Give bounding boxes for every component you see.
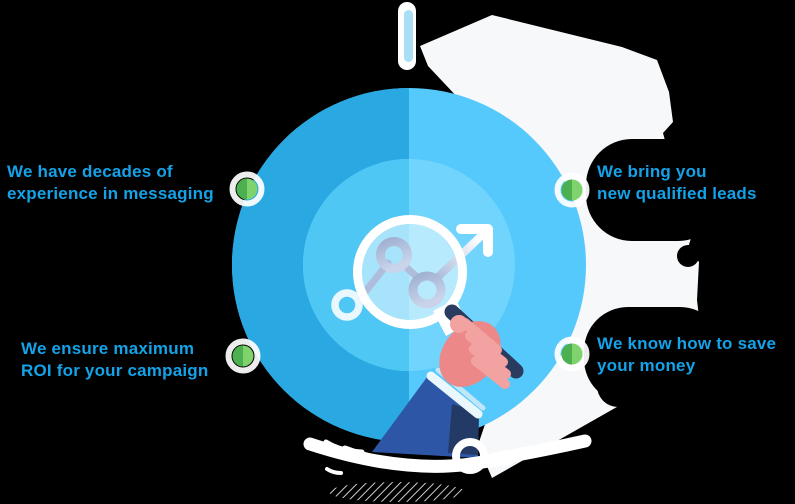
marker-top-right [554, 172, 590, 208]
feature-label-line: We know how to save [597, 334, 777, 353]
shadow-hatch-ellipse [329, 482, 465, 502]
bottom-swooshes [303, 434, 592, 502]
marker-top-left [229, 171, 265, 207]
text-bubble-cutout-top [586, 139, 724, 241]
feature-label-line: new qualified leads [597, 184, 757, 203]
hanging-capsule [398, 2, 416, 70]
hand [439, 315, 511, 389]
feature-label-line: experience in messaging [7, 184, 214, 203]
gear-notch-2 [677, 245, 699, 267]
motion-dash-1 [323, 439, 365, 455]
marker-bottom-right [554, 336, 590, 372]
gear-notch-1 [674, 324, 726, 376]
feature-label-line: your money [597, 356, 696, 375]
feature-label-leads: We bring you new qualified leads [597, 161, 757, 205]
feature-label-line: We have decades of [7, 162, 173, 181]
feature-label-line: ROI for your campaign [21, 361, 209, 380]
feature-label-savings: We know how to save your money [597, 333, 776, 377]
chart-node-2 [408, 271, 446, 309]
feature-label-line: We bring you [597, 162, 707, 181]
motion-swoosh-2 [341, 445, 514, 471]
motion-dash-2 [325, 467, 343, 475]
growth-arrow-icon [456, 224, 493, 257]
small-ring-icon [331, 289, 363, 321]
gear-notch-3 [597, 365, 639, 407]
feature-label-roi: We ensure maximum ROI for your campaign [21, 338, 208, 382]
magnifier-ring [353, 215, 467, 329]
marker-bottom-left [225, 338, 261, 374]
feature-markers [225, 171, 590, 374]
hand-holding-magnifier [372, 304, 524, 458]
feature-label-experience: We have decades of experience in messagi… [7, 161, 214, 205]
chart-node-1 [376, 237, 412, 273]
feature-label-line: We ensure maximum [21, 339, 195, 358]
cuff [426, 371, 483, 419]
